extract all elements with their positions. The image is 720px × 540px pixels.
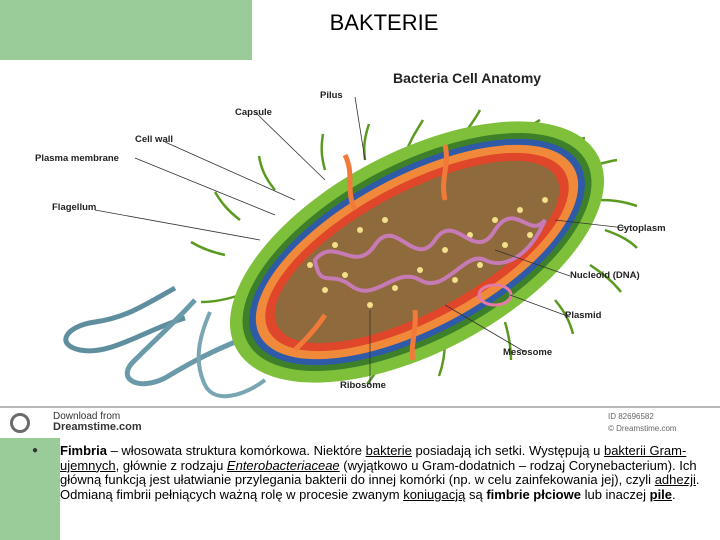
text-run: są <box>465 487 486 502</box>
text-run: posiadają ich setki. Występują u <box>412 443 604 458</box>
link-koniugacja[interactable]: koniugacją <box>403 487 465 502</box>
label-cytoplasm: Cytoplasm <box>617 223 666 234</box>
link-pile[interactable]: pile <box>650 487 672 502</box>
slide-title: BAKTERIE <box>252 10 516 36</box>
bacteria-diagram: Bacteria Cell Anatomy Pilus Capsule Cell… <box>25 60 720 410</box>
text-run: , głównie z rodzaju <box>116 458 227 473</box>
label-capsule: Capsule <box>235 107 272 118</box>
figure-title: Bacteria Cell Anatomy <box>393 70 541 86</box>
bullet-dot-icon: ● <box>32 445 38 456</box>
flagellum-strand <box>127 300 240 384</box>
watermark-site: © Dreamstime.com <box>608 424 677 433</box>
label-cell-wall: Cell wall <box>135 134 173 145</box>
watermark-line2: Dreamstime.com <box>53 421 142 433</box>
label-mesosome: Mesosome <box>503 347 552 358</box>
label-ribosome: Ribosome <box>340 380 386 391</box>
watermark-id: ID 82696582 <box>608 412 654 421</box>
label-flagellum: Flagellum <box>52 202 96 213</box>
green-accent-top <box>0 0 252 60</box>
label-plasmid: Plasmid <box>565 310 601 321</box>
link-enterobacteriaceae[interactable]: Enterobacteriaceae <box>227 458 340 473</box>
dreamstime-logo-icon <box>10 413 30 433</box>
link-adhezji[interactable]: adhezji <box>655 472 696 487</box>
text-run: lub inaczej <box>581 487 650 502</box>
link-bakterie[interactable]: bakterie <box>366 443 412 458</box>
stock-watermark-bar: Download from Dreamstime.com ID 82696582… <box>0 406 720 438</box>
text-run: . <box>672 487 676 502</box>
bacteria-illustration <box>25 60 720 410</box>
text-run: – włosowata struktura komórkowa. Niektór… <box>107 443 366 458</box>
term-fimbria: Fimbria <box>60 443 107 458</box>
flagellum-strand <box>66 288 185 351</box>
label-pilus: Pilus <box>320 90 343 101</box>
label-nucleoid: Nucleoid (DNA) <box>570 270 640 281</box>
fimbria-paragraph: Fimbria – włosowata struktura komórkowa.… <box>60 444 716 502</box>
term-fimbrie-plciowe: fimbrie płciowe <box>486 487 581 502</box>
label-plasma-membrane: Plasma membrane <box>35 153 119 164</box>
